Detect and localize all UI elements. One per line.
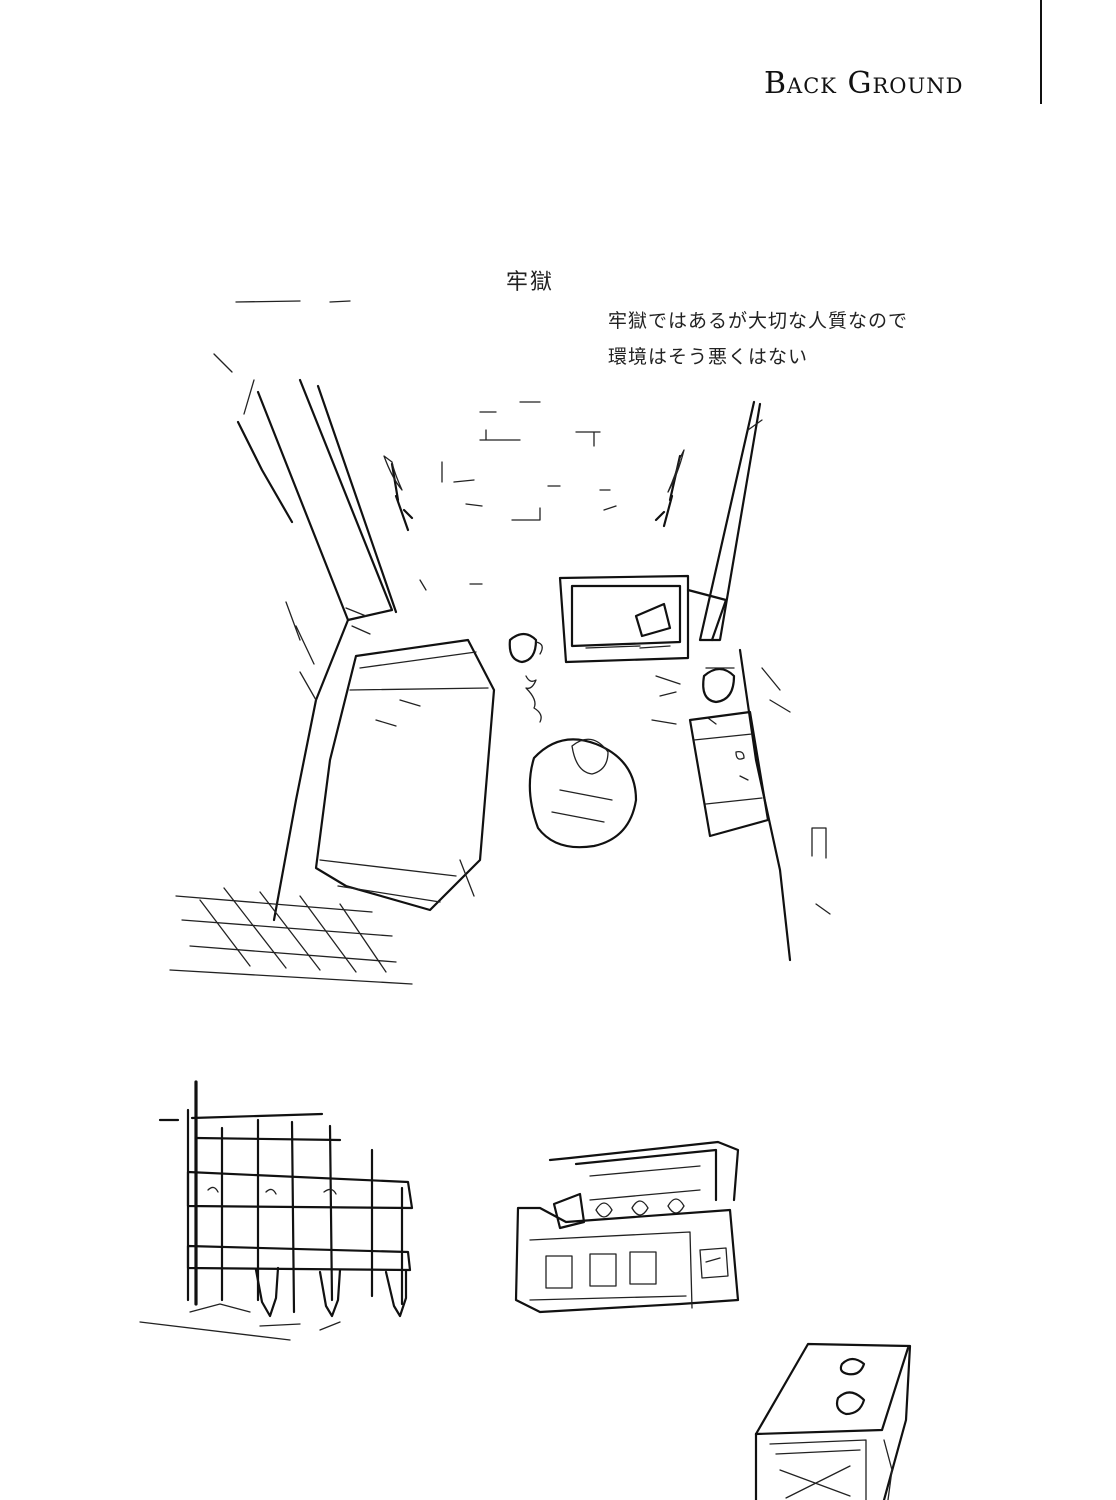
bench-sketch: [514, 1140, 740, 1314]
cell-gate-sketch: [139, 1080, 414, 1341]
sketch-title-note: 牢獄: [506, 270, 555, 295]
prison-cell-sketch: [169, 300, 831, 985]
sketch-caption-line-1: 牢獄ではあるが大切な人質なので: [608, 310, 909, 332]
sketch-caption-line-2: 環境はそう悪くはない: [608, 346, 809, 368]
page-edge-rule: [1040, 0, 1042, 104]
chest-sketch: [754, 1342, 912, 1500]
section-header-title: Back Ground: [764, 66, 964, 101]
